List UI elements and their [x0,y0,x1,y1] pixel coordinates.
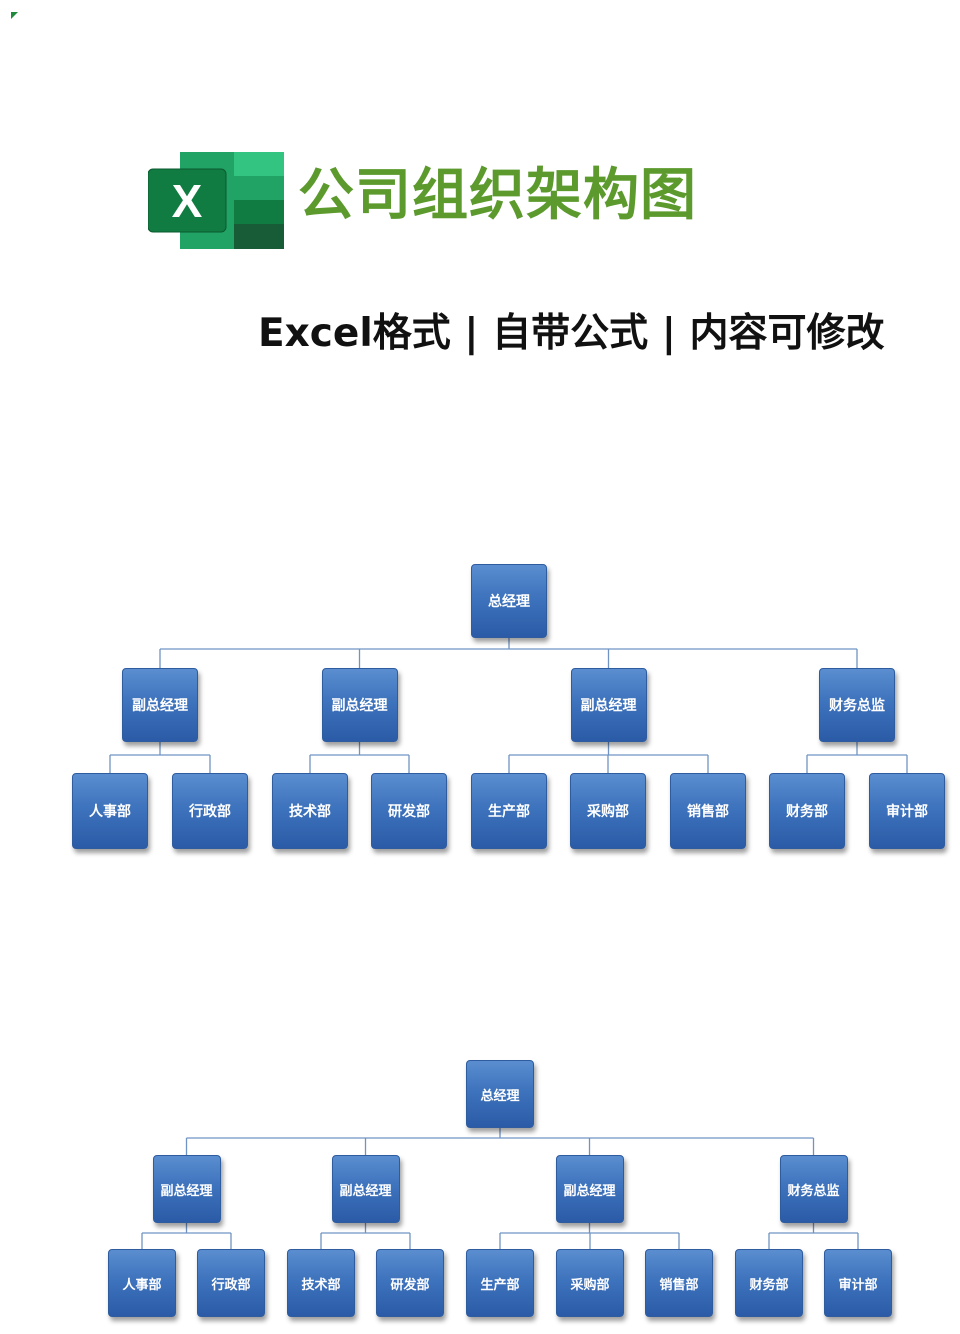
connector-lines [141,1128,859,1249]
excel-icon: X [148,152,284,249]
org-node-department[interactable]: 研发部 [376,1249,444,1317]
org-chart-1: 总经理副总经理人事部 行政部 副总经理技术部 研发部 副总经理生产部 采购部 销售部 财务总监… [0,560,960,860]
org-node-root-label: 总经理 [488,594,530,610]
org-node-department[interactable]: 采购部 [570,773,646,849]
org-node-manager[interactable]: 财务总监 [819,668,895,742]
org-node-manager[interactable]: 副总经理 [570,668,647,742]
org-node-department-label: 研发部 [390,1277,430,1293]
org-node-department[interactable]: 采购部 [556,1249,624,1317]
org-node-department[interactable]: 技术部 [287,1249,355,1317]
logo-letter: X [172,175,203,227]
org-node-root[interactable]: 总经理 [471,564,547,638]
org-node-manager-label: 财务总监 [787,1183,840,1199]
org-node-department-label: 财务部 [749,1277,789,1293]
org-node-department-label: 生产部 [488,804,530,820]
org-node-manager[interactable]: 副总经理 [331,1155,400,1223]
org-node-department-label: 人事部 [122,1277,162,1293]
org-node-department[interactable]: 销售部 [645,1249,713,1317]
org-node-department-label: 技术部 [301,1277,341,1293]
org-node-manager[interactable]: 副总经理 [555,1155,624,1223]
org-node-department-label: 销售部 [687,804,729,820]
org-node-department[interactable]: 财务部 [769,773,845,849]
org-node-manager[interactable]: 副总经理 [152,1155,221,1223]
org-node-department-label: 生产部 [480,1277,520,1293]
org-node-department-label: 采购部 [587,804,629,820]
org-node-department-label: 采购部 [570,1277,610,1293]
org-node-department-label: 销售部 [659,1277,699,1293]
org-node-department-label: 审计部 [838,1277,878,1293]
page-title: 公司组织架构图 [298,163,697,228]
org-node-department-label: 行政部 [211,1277,251,1293]
org-node-department[interactable]: 行政部 [172,773,248,849]
org-node-department-label: 财务部 [786,804,828,820]
org-node-department[interactable]: 生产部 [471,773,547,849]
org-node-department[interactable]: 人事部 [72,773,148,849]
org-node-manager[interactable]: 财务总监 [779,1155,848,1223]
org-node-department-label: 行政部 [189,804,231,820]
org-node-department[interactable]: 审计部 [869,773,945,849]
org-node-department-label: 人事部 [89,804,131,820]
org-node-department-label: 研发部 [388,804,430,820]
org-chart-2: 总经理副总经理人事部 行政部 副总经理技术部 研发部 副总经理生产部 采购部 销售部 财务总监… [0,1058,960,1328]
org-node-department[interactable]: 行政部 [197,1249,265,1317]
org-node-department[interactable]: 人事部 [108,1249,176,1317]
page-subtitle: Excel格式 | 自带公式 | 内容可修改 [258,311,885,356]
org-node-department[interactable]: 销售部 [670,773,746,849]
org-node-manager-label: 副总经理 [132,698,188,714]
org-node-department[interactable]: 技术部 [272,773,348,849]
org-node-manager-label: 副总经理 [339,1183,392,1199]
org-node-root[interactable]: 总经理 [466,1060,534,1128]
org-node-root-label: 总经理 [480,1088,520,1104]
org-node-manager-label: 副总经理 [331,698,388,714]
org-node-department-label: 审计部 [886,804,928,820]
org-node-manager[interactable]: 副总经理 [122,668,198,742]
org-node-department[interactable]: 财务部 [735,1249,803,1317]
connector-lines [109,638,908,773]
org-node-manager[interactable]: 副总经理 [321,668,398,742]
org-node-manager-label: 副总经理 [580,698,637,714]
org-node-manager-label: 副总经理 [160,1183,213,1199]
org-node-manager-label: 副总经理 [563,1183,616,1199]
org-node-department-label: 技术部 [289,804,331,820]
org-node-manager-label: 财务总监 [829,698,885,714]
org-node-department[interactable]: 审计部 [824,1249,892,1317]
org-node-department[interactable]: 研发部 [371,773,447,849]
corner-mark [11,12,18,19]
org-node-department[interactable]: 生产部 [466,1249,534,1317]
